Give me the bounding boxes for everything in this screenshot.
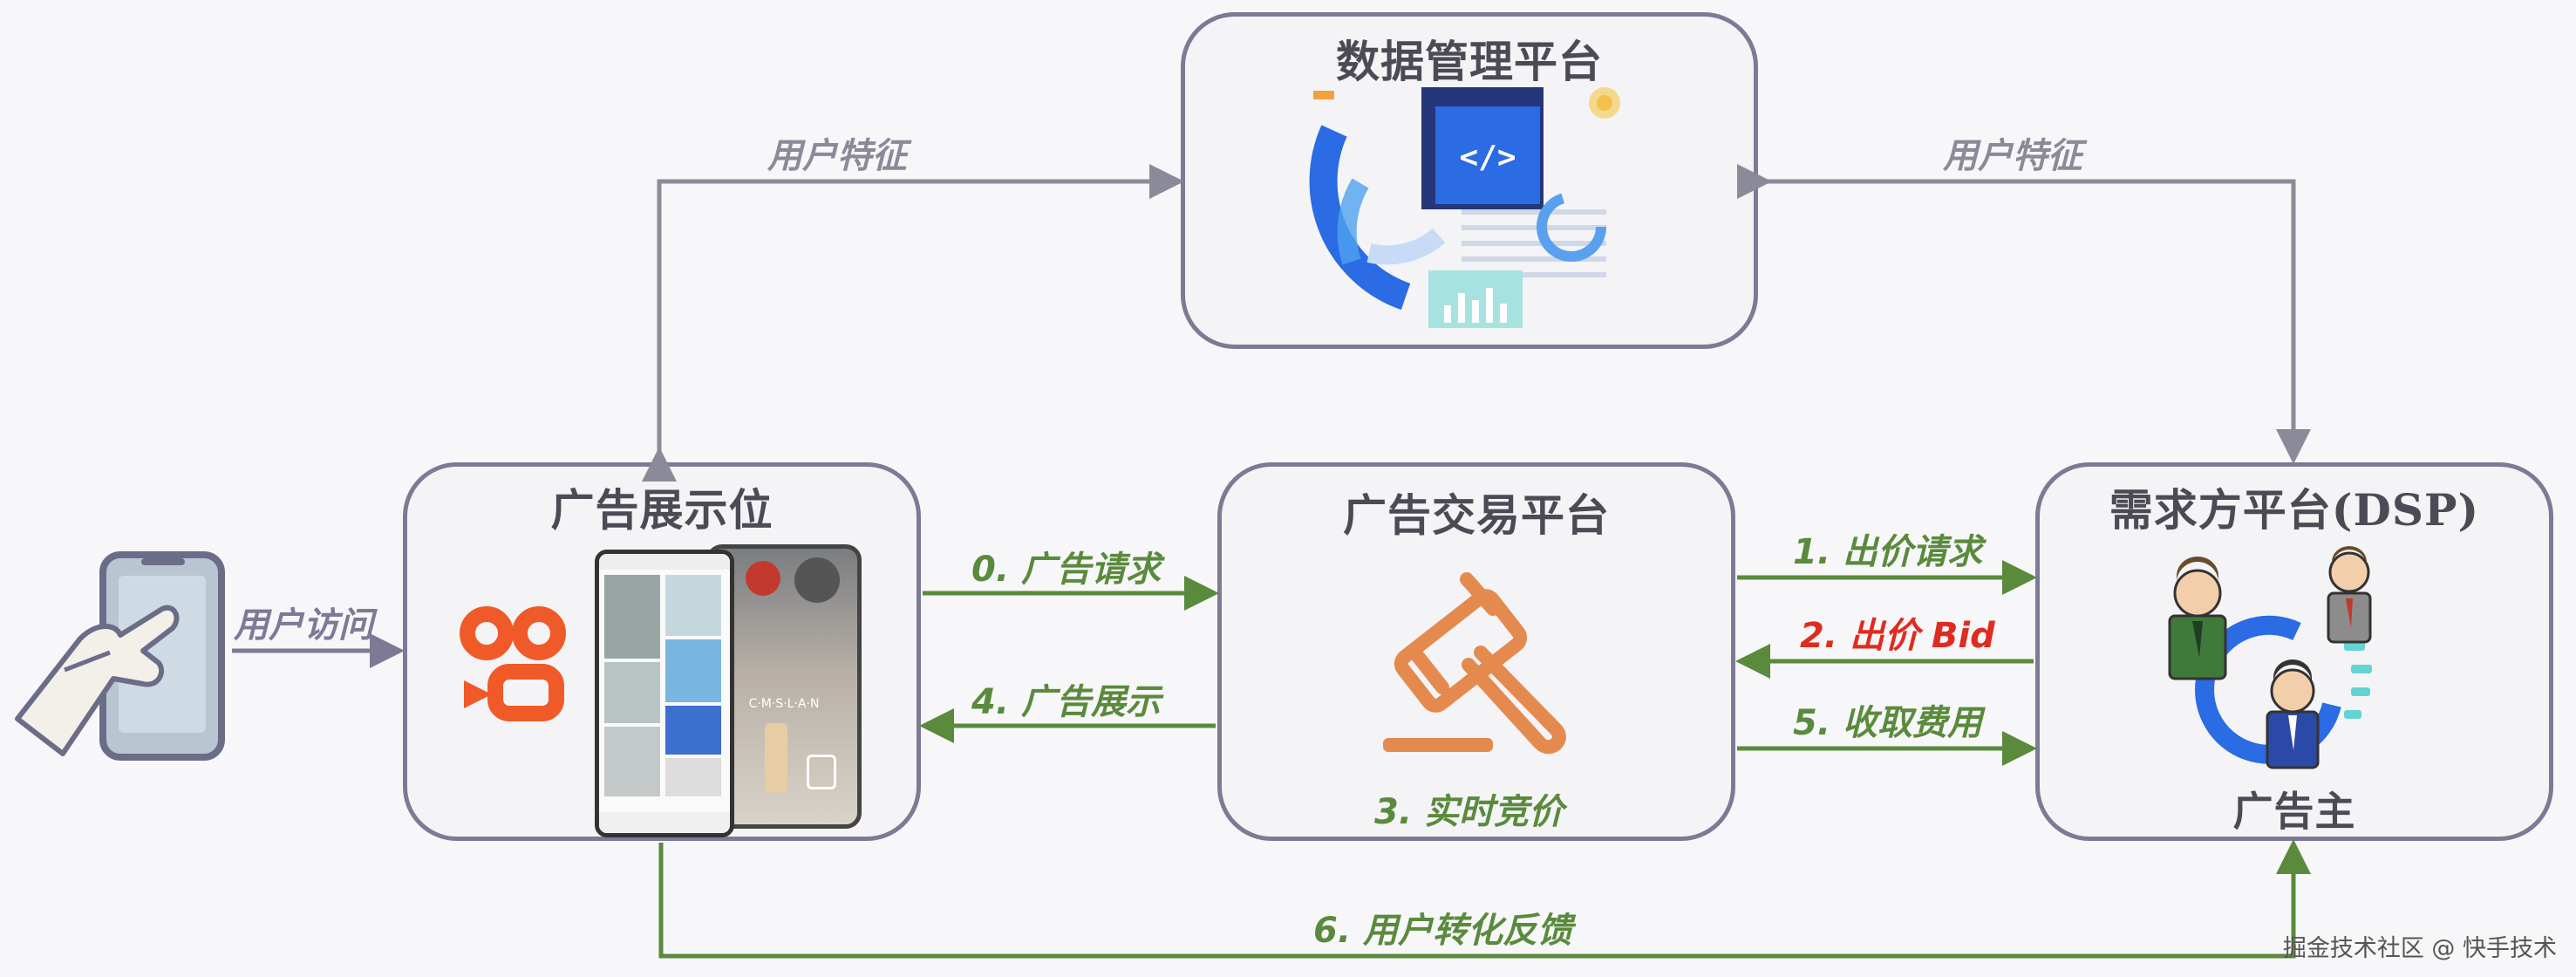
user-feature-label-left: 用户特征 bbox=[767, 136, 907, 176]
advertiser-label: 广告主 bbox=[2232, 788, 2356, 835]
watermark: 掘金技术社区 @ 快手技术 bbox=[2282, 935, 2557, 962]
ad-slot-title: 广告展示位 bbox=[550, 484, 773, 536]
dsp-box: 需求方平台(DSP) bbox=[2035, 462, 2553, 841]
code-icon-text: </> bbox=[1459, 140, 1516, 175]
bid-request-label: 1. 出价请求 bbox=[1793, 532, 1982, 572]
user-feature-arrow-right bbox=[1737, 164, 2311, 464]
kuaishou-logo-icon bbox=[460, 606, 566, 721]
user-feature-arrow-left bbox=[642, 164, 1184, 482]
advertisers-icon bbox=[2168, 546, 2372, 769]
conversion-feedback-arrow bbox=[658, 839, 2311, 959]
ad-request-label: 0. 广告请求 bbox=[971, 550, 1161, 590]
conversion-feedback-label: 6. 用户转化反馈 bbox=[1313, 911, 1572, 951]
gavel-icon bbox=[1383, 572, 1566, 755]
hand-phone-icon bbox=[15, 551, 225, 761]
data-platform-title: 数据管理平台 bbox=[1336, 36, 1603, 87]
collect-fee-label: 5. 收取费用 bbox=[1793, 703, 1982, 743]
ad-display-label: 4. 广告展示 bbox=[971, 682, 1161, 722]
phone-screenshot-icon: C·M·S·L·A·N bbox=[595, 544, 865, 837]
realtime-bidding-label: 3. 实时竞价 bbox=[1374, 792, 1564, 832]
user-visit-label: 用户访问 bbox=[234, 605, 373, 646]
bid-response-label: 2. 出价 Bid bbox=[1800, 616, 1995, 656]
phone-screen-text: C·M·S·L·A·N bbox=[748, 697, 820, 711]
ad-exchange-title: 广告交易平台 bbox=[1343, 489, 1610, 541]
user-feature-label-right: 用户特征 bbox=[1943, 136, 2082, 176]
dsp-title: 需求方平台(DSP) bbox=[2109, 484, 2480, 536]
data-dashboard-icon: </> bbox=[1309, 87, 1620, 328]
